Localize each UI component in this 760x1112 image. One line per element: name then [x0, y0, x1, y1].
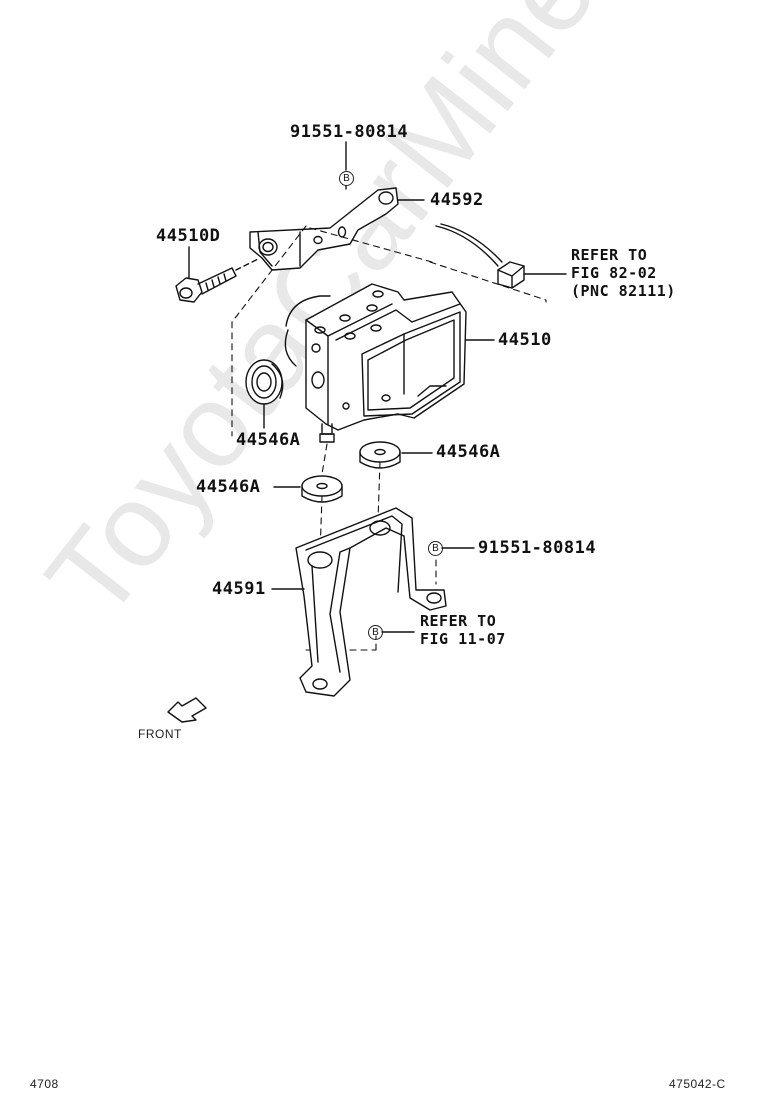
ref-connector: REFER TO FIG 82-02 (PNC 82111)	[571, 246, 676, 300]
ref-frame-line2: FIG 11-07	[420, 630, 506, 648]
ref-frame-line1: REFER TO	[420, 612, 497, 630]
part-label-44510: 44510	[498, 330, 552, 350]
part-label-44546A-right: 44546A	[436, 442, 501, 462]
grommet-left-44546A	[273, 475, 343, 503]
upper-bracket-44592	[249, 187, 425, 271]
part-label-bolt-right: 91551-80814	[478, 538, 597, 558]
part-label-44592: 44592	[430, 190, 484, 210]
grommet-side-44546A	[245, 359, 284, 429]
part-label-44510D: 44510D	[156, 226, 221, 246]
ref-connector-line2: FIG 82-02	[571, 264, 657, 282]
bolt-44510D	[175, 246, 261, 303]
page-number: 4708	[30, 1077, 59, 1091]
part-label-44546A-side: 44546A	[236, 430, 301, 450]
part-label-44546A-left: 44546A	[196, 477, 261, 497]
drawing-number: 475042-C	[669, 1077, 726, 1091]
grommet-right-44546A	[359, 441, 433, 469]
actuator-44510	[284, 283, 495, 443]
ref-connector-line3: (PNC 82111)	[571, 282, 676, 300]
part-label-44591: 44591	[212, 579, 266, 599]
b-marker-top: B	[339, 171, 354, 186]
ref-frame: REFER TO FIG 11-07	[420, 612, 506, 648]
part-label-bolt-top: 91551-80814	[290, 122, 409, 142]
b-marker-right: B	[428, 541, 443, 556]
b-marker-ref: B	[368, 625, 383, 640]
front-label: FRONT	[138, 727, 182, 741]
assembly-dashed-outline	[231, 225, 547, 437]
leader-b-markers	[381, 547, 475, 633]
connector-harness	[435, 223, 567, 289]
lower-bracket-44591	[271, 507, 447, 697]
front-arrow-icon	[167, 697, 207, 723]
ref-connector-line1: REFER TO	[571, 246, 648, 264]
